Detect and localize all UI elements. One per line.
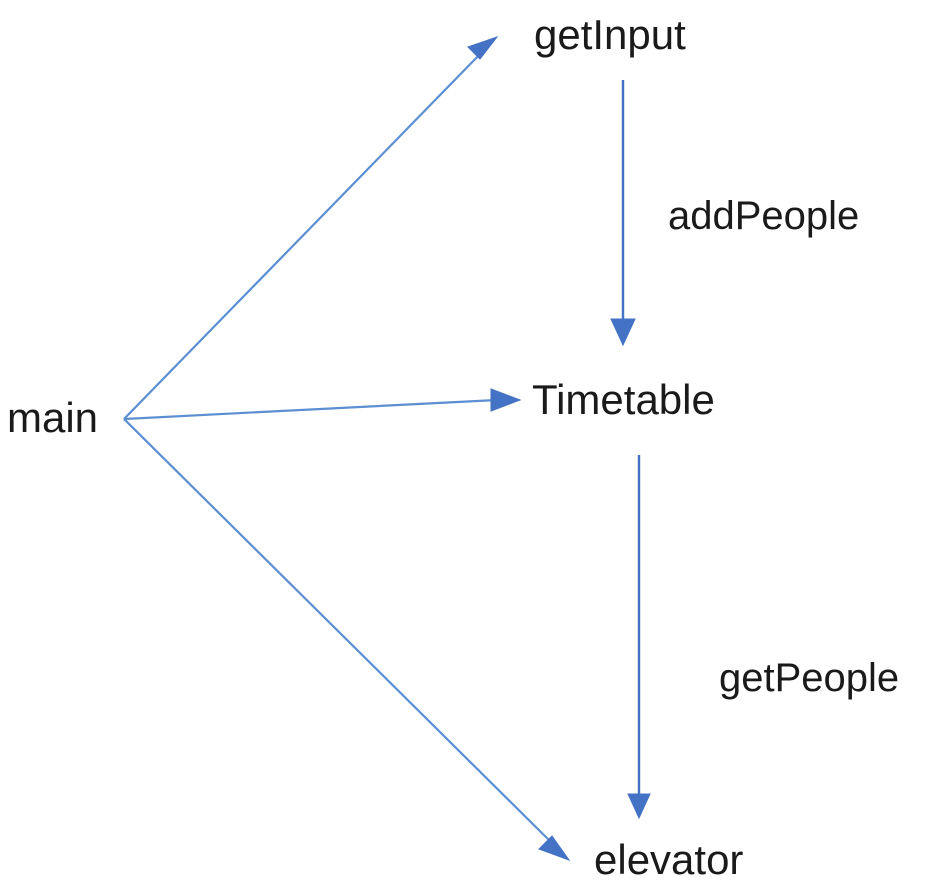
edge-main-to-elevator [123, 418, 571, 862]
edge-main-to-getinput [123, 35, 499, 420]
edge-getinput-to-timetable [610, 80, 636, 347]
edge-timetable-to-elevator [627, 455, 651, 820]
edge-label-addpeople: addPeople [668, 194, 860, 238]
node-timetable[interactable]: Timetable [532, 376, 715, 423]
node-elevator[interactable]: elevator [594, 836, 744, 883]
node-main[interactable]: main [7, 394, 99, 441]
node-getinput[interactable]: getInput [534, 11, 686, 58]
edge-main-to-timetable [123, 388, 522, 421]
edge-label-getpeople: getPeople [719, 656, 900, 700]
